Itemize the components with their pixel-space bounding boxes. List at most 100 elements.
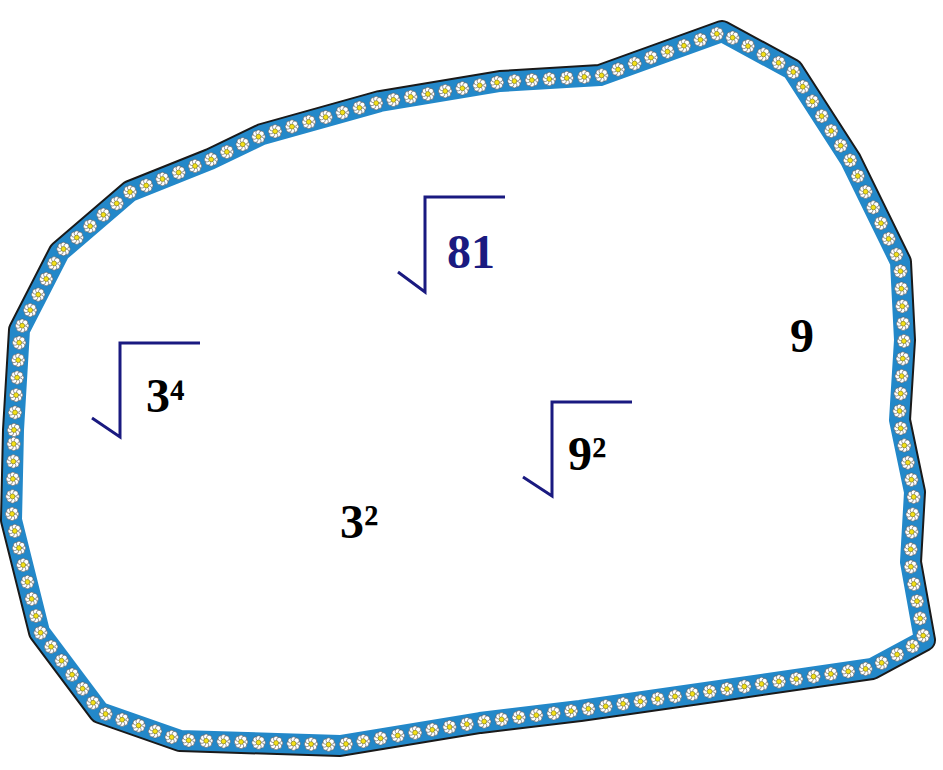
daisy <box>560 71 574 85</box>
daisy <box>508 74 522 88</box>
daisy <box>616 697 630 711</box>
daisy <box>772 675 786 689</box>
daisy <box>236 138 250 152</box>
daisy <box>495 713 509 727</box>
daisy <box>895 369 909 383</box>
daisy <box>123 185 137 199</box>
daisy <box>5 507 19 521</box>
daisy <box>460 717 474 731</box>
daisy <box>25 592 39 606</box>
daisy <box>188 159 202 173</box>
daisy <box>578 70 592 84</box>
daisy <box>55 654 69 668</box>
radical-sign <box>398 197 505 292</box>
daisy <box>473 79 487 93</box>
daisy <box>21 575 35 589</box>
daisy <box>906 508 920 522</box>
daisy <box>12 336 26 350</box>
daisy <box>890 248 904 262</box>
daisy <box>16 558 30 572</box>
daisy <box>634 695 648 709</box>
daisy <box>894 387 908 401</box>
daisy <box>70 231 84 245</box>
daisy <box>738 680 752 694</box>
daisy <box>815 109 829 123</box>
daisy <box>357 734 371 748</box>
daisy <box>677 39 691 53</box>
daisy <box>490 76 504 90</box>
daisy <box>913 612 927 626</box>
daisy <box>710 27 724 41</box>
daisy <box>404 90 418 104</box>
daisy <box>29 609 43 623</box>
daisy <box>512 711 526 725</box>
shore-band <box>12 32 924 745</box>
daisy <box>644 51 658 65</box>
daisy <box>582 702 596 716</box>
daisy <box>824 124 838 138</box>
daisy <box>525 73 539 87</box>
daisy <box>269 736 283 750</box>
daisy <box>182 734 196 748</box>
daisy <box>901 456 915 470</box>
daisy <box>897 334 911 348</box>
daisy <box>905 525 919 539</box>
daisy <box>165 730 179 744</box>
daisy <box>834 139 848 153</box>
radical-sign <box>523 402 632 496</box>
daisy <box>76 682 90 696</box>
daisy <box>83 219 97 233</box>
daisy <box>806 95 820 109</box>
radicand: 9² <box>568 430 606 478</box>
daisy <box>57 242 71 256</box>
daisy <box>8 524 22 538</box>
daisy <box>252 736 266 750</box>
daisy <box>443 720 457 734</box>
daisy <box>322 738 336 752</box>
daisy <box>220 145 234 159</box>
daisy <box>547 706 561 720</box>
daisy <box>564 704 578 718</box>
daisy <box>894 264 908 278</box>
daisy <box>6 490 20 504</box>
daisy <box>369 96 383 110</box>
daisy <box>199 734 213 748</box>
daisy <box>787 65 801 79</box>
daisy <box>910 594 924 608</box>
daisy <box>890 648 904 662</box>
daisy <box>661 45 675 59</box>
daisy <box>148 725 162 739</box>
daisy <box>391 729 405 743</box>
daisy <box>234 735 248 749</box>
daisy <box>44 640 58 654</box>
daisy <box>11 353 25 367</box>
daisy <box>875 656 889 670</box>
daisy <box>304 737 318 751</box>
daisy <box>10 371 24 385</box>
daisy <box>23 303 37 317</box>
daisy <box>12 541 26 555</box>
daisy <box>387 93 401 107</box>
daisy <box>896 352 910 366</box>
daisy <box>611 63 625 77</box>
daisy <box>285 120 299 134</box>
daisy <box>421 87 435 101</box>
daisy <box>907 577 921 591</box>
daisy <box>894 422 908 436</box>
daisy <box>741 39 755 53</box>
daisy <box>859 185 873 199</box>
daisy <box>694 33 708 47</box>
daisy <box>47 257 61 271</box>
daisy <box>110 197 124 211</box>
daisy <box>916 629 930 643</box>
daisy <box>668 690 682 704</box>
daisy <box>720 682 734 696</box>
daisy <box>456 82 470 96</box>
daisy <box>408 726 422 740</box>
daisy <box>898 439 912 453</box>
daisy <box>904 543 918 557</box>
daisy-border <box>5 27 930 751</box>
daisy <box>851 169 865 183</box>
radicand: 81 <box>447 228 495 276</box>
daisy <box>599 700 613 714</box>
